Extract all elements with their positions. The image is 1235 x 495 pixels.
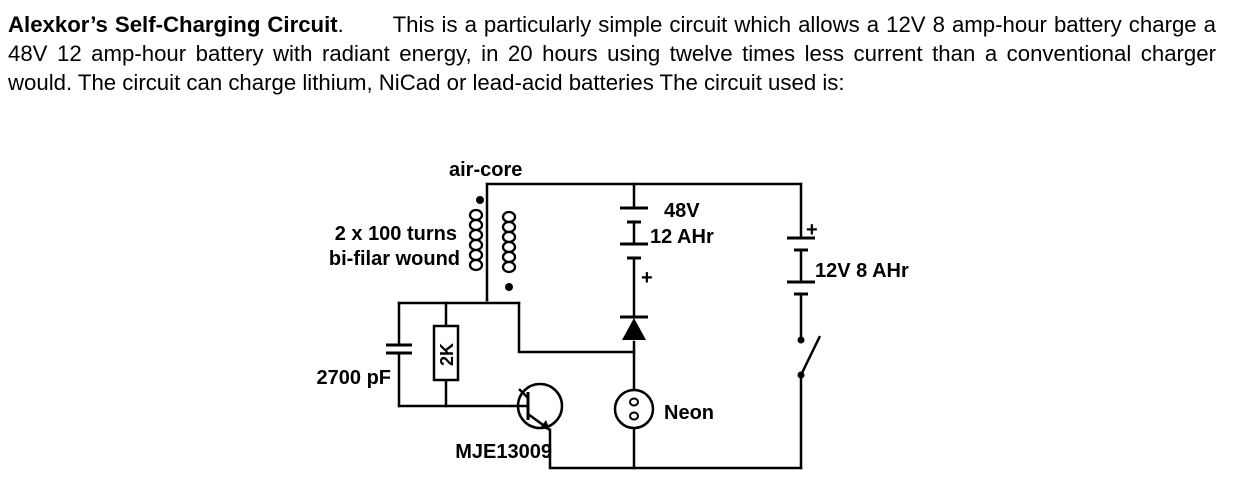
label-air-core: air-core (449, 159, 522, 181)
label-battery-12-plus: + (806, 219, 818, 241)
label-coil-wound: bi-filar wound (329, 248, 460, 270)
coil-dot-bottom (505, 283, 513, 291)
intro-heading-period: . (337, 12, 344, 37)
label-battery-48-voltage: 48V (664, 200, 700, 222)
label-battery-48-plus: + (641, 267, 653, 289)
label-transistor: MJE13009 (455, 441, 552, 463)
transistor-icon (511, 382, 564, 432)
intro-heading: Alexkor’s Self-Charging Circuit (8, 12, 338, 37)
label-neon: Neon (664, 402, 714, 424)
coil-dot-top (476, 196, 484, 204)
diode-icon (620, 315, 648, 340)
intro-paragraph: Alexkor’s Self-Charging Circuit. This is… (8, 10, 1216, 97)
label-resistor: 2K (437, 343, 457, 366)
switch-icon (797, 335, 822, 379)
intro-body: This is a particularly simple circuit wh… (8, 12, 1217, 95)
bifilar-coil-icon (468, 208, 517, 274)
battery-48v-icon (620, 206, 648, 260)
transistor-arrow (540, 420, 550, 430)
wire-collector (517, 301, 636, 354)
battery-12v-icon (787, 236, 815, 296)
neon-lamp-icon (613, 388, 655, 430)
label-capacitor: 2700 pF (317, 367, 391, 389)
wire-emitter (548, 428, 803, 470)
label-battery-12: 12V 8 AHr (815, 260, 909, 282)
label-battery-48-capacity: 12 AHr (650, 226, 714, 248)
label-coil-turns: 2 x 100 turns (335, 223, 457, 245)
resistor-body (432, 324, 460, 382)
